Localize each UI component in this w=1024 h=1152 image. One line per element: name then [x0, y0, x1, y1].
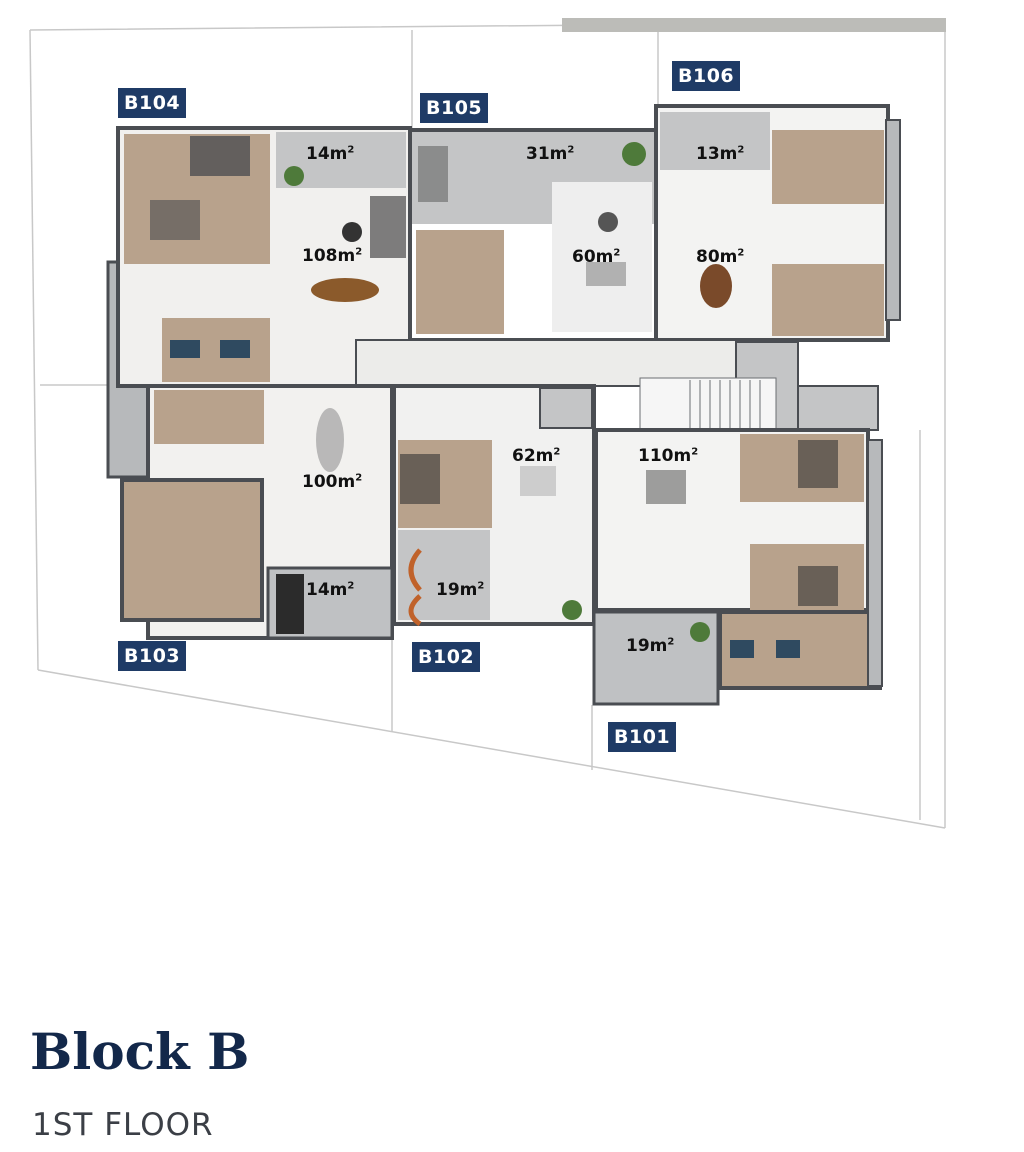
building-footprint [106, 104, 901, 706]
unit-tag-b103: B103 [118, 641, 187, 671]
area-label-b106-main: 80m2 [696, 247, 745, 267]
area-label-b102-terrace: 19m2 [436, 580, 485, 600]
unit-tag-b101: B101 [608, 722, 677, 752]
area-label-b104-terrace: 14m2 [306, 144, 355, 164]
stair [639, 377, 777, 431]
unit-tag-b106: B106 [672, 61, 741, 91]
unit-tag-b105: B105 [420, 93, 489, 123]
area-label-b101-main: 110m2 [638, 446, 699, 466]
hedge-strip [562, 18, 946, 32]
unit-tag-b104: B104 [118, 88, 187, 118]
unit-tag-b102: B102 [412, 642, 481, 672]
area-label-b101-terrace: 19m2 [626, 636, 675, 656]
area-label-b106-terrace: 13m2 [696, 144, 745, 164]
area-label-b103-main: 100m2 [302, 472, 363, 492]
furniture [150, 136, 838, 658]
area-label-b103-terrace: 14m2 [306, 580, 355, 600]
area-label-b102-main: 62m2 [512, 446, 561, 466]
block-title: Block B [30, 1022, 250, 1081]
floor-subtitle: 1ST FLOOR [32, 1107, 214, 1143]
area-label-b105-terrace: 31m2 [526, 144, 575, 164]
area-label-b104-main: 108m2 [302, 246, 363, 266]
floor-plan-drawing [29, 18, 946, 829]
area-label-b105-main: 60m2 [572, 247, 621, 267]
